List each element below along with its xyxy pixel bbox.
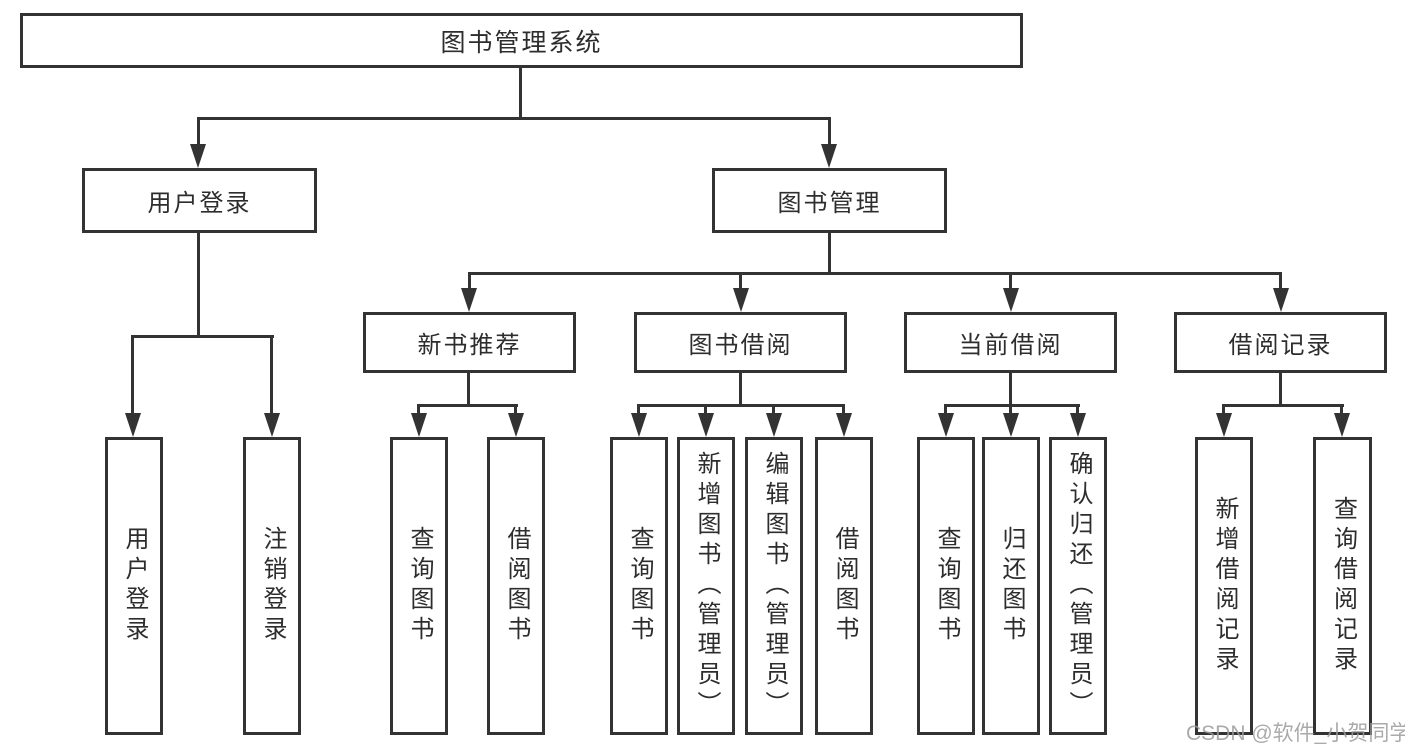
leaf-query-books-borrow: 查询图书 bbox=[610, 437, 668, 735]
arrowhead-down-icon bbox=[264, 413, 280, 437]
leaf-query-books-current: 查询图书 bbox=[917, 437, 975, 735]
node-label: 注销登录 bbox=[259, 526, 286, 646]
connector-line bbox=[1009, 373, 1012, 407]
leaf-user-login: 用户登录 bbox=[105, 437, 163, 735]
node-current-borrowing: 当前借阅 bbox=[904, 312, 1117, 373]
connector-line bbox=[739, 272, 742, 290]
arrowhead-down-icon bbox=[836, 413, 852, 437]
arrowhead-down-icon bbox=[733, 288, 749, 312]
connector-line bbox=[468, 272, 471, 290]
node-label: 图书借阅 bbox=[688, 332, 793, 359]
arrowhead-down-icon bbox=[1070, 413, 1086, 437]
leaf-return-books: 归还图书 bbox=[982, 437, 1040, 735]
node-label: 借阅图书 bbox=[503, 526, 530, 646]
node-label: 新书推荐 bbox=[417, 332, 522, 359]
connector-line bbox=[1009, 404, 1012, 418]
connector-line bbox=[467, 373, 470, 407]
connector-line bbox=[197, 232, 200, 337]
connector-line bbox=[637, 404, 845, 407]
connector-line bbox=[417, 404, 518, 407]
connector-line bbox=[519, 68, 522, 120]
arrowhead-down-icon bbox=[1216, 413, 1232, 437]
arrowhead-down-icon bbox=[938, 413, 954, 437]
node-label: 借阅记录 bbox=[1228, 332, 1333, 359]
leaf-edit-books-admin: 编辑图书（管理员） bbox=[745, 437, 803, 735]
arrowhead-down-icon bbox=[1003, 288, 1019, 312]
leaf-confirm-return-admin: 确认归还（管理员） bbox=[1049, 437, 1107, 735]
leaf-logout: 注销登录 bbox=[243, 437, 301, 735]
connector-line bbox=[704, 404, 707, 418]
node-label: 借阅图书 bbox=[831, 526, 858, 646]
connector-line bbox=[828, 117, 831, 149]
node-label: 查询借阅记录 bbox=[1329, 496, 1357, 676]
connector-line bbox=[944, 404, 1080, 407]
connector-line bbox=[1279, 272, 1282, 290]
arrowhead-down-icon bbox=[190, 144, 206, 168]
node-label: 确认归还（管理员） bbox=[1065, 451, 1092, 721]
connector-line bbox=[131, 335, 274, 338]
leaf-borrow-books-recommend: 借阅图书 bbox=[487, 437, 545, 735]
leaf-add-borrow-record: 新增借阅记录 bbox=[1195, 437, 1253, 735]
leaf-add-books-admin: 新增图书（管理员） bbox=[677, 437, 735, 735]
connector-line bbox=[197, 117, 830, 120]
node-new-book-recommendation: 新书推荐 bbox=[363, 312, 576, 373]
connector-line bbox=[514, 404, 517, 418]
connector-line bbox=[131, 335, 134, 417]
arrowhead-down-icon bbox=[631, 413, 647, 437]
arrowhead-down-icon bbox=[461, 288, 477, 312]
connector-line bbox=[417, 404, 420, 418]
node-label: 归还图书 bbox=[998, 526, 1025, 646]
arrowhead-down-icon bbox=[411, 413, 427, 437]
node-label: 新增图书（管理员） bbox=[693, 451, 720, 721]
node-label: 查询图书 bbox=[406, 526, 433, 646]
arrowhead-down-icon bbox=[508, 413, 524, 437]
node-label: 用户登录 bbox=[121, 526, 148, 646]
node-library-management-system: 图书管理系统 bbox=[20, 13, 1023, 68]
connector-line bbox=[1340, 404, 1343, 418]
connector-line bbox=[1279, 373, 1282, 407]
connector-line bbox=[1222, 404, 1225, 418]
connector-line bbox=[1222, 404, 1344, 407]
leaf-borrow-books: 借阅图书 bbox=[815, 437, 873, 735]
leaf-query-books-recommend: 查询图书 bbox=[390, 437, 448, 735]
csdn-watermark: CSDN @软件_小贺同学 bbox=[1186, 722, 1405, 745]
node-label: 图书管理 bbox=[777, 190, 882, 217]
node-label: 图书管理系统 bbox=[440, 28, 603, 57]
node-label: 编辑图书（管理员） bbox=[761, 451, 788, 721]
node-label: 查询图书 bbox=[933, 526, 960, 646]
arrowhead-down-icon bbox=[821, 144, 837, 168]
node-book-management: 图书管理 bbox=[712, 168, 947, 233]
connector-line bbox=[1009, 272, 1012, 290]
leaf-query-borrow-record: 查询借阅记录 bbox=[1313, 437, 1372, 735]
connector-line bbox=[828, 233, 831, 274]
connector-line bbox=[270, 335, 273, 417]
node-label: 查询图书 bbox=[626, 526, 653, 646]
arrowhead-down-icon bbox=[1334, 413, 1350, 437]
node-book-borrowing: 图书借阅 bbox=[634, 312, 847, 373]
arrowhead-down-icon bbox=[766, 413, 782, 437]
arrowhead-down-icon bbox=[125, 413, 141, 437]
node-label: 新增借阅记录 bbox=[1211, 496, 1238, 676]
connector-line bbox=[637, 404, 640, 418]
connector-line bbox=[468, 272, 1282, 275]
node-user-login: 用户登录 bbox=[82, 168, 317, 233]
connector-line bbox=[842, 404, 845, 418]
node-label: 用户登录 bbox=[147, 190, 252, 217]
connector-line bbox=[197, 117, 200, 149]
arrowhead-down-icon bbox=[1003, 413, 1019, 437]
node-borrowing-records: 借阅记录 bbox=[1174, 312, 1387, 373]
connector-line bbox=[739, 373, 742, 407]
connector-line bbox=[772, 404, 775, 418]
arrowhead-down-icon bbox=[698, 413, 714, 437]
arrowhead-down-icon bbox=[1273, 288, 1289, 312]
connector-line bbox=[1076, 404, 1079, 418]
node-label: 当前借阅 bbox=[958, 332, 1063, 359]
connector-line bbox=[944, 404, 947, 418]
